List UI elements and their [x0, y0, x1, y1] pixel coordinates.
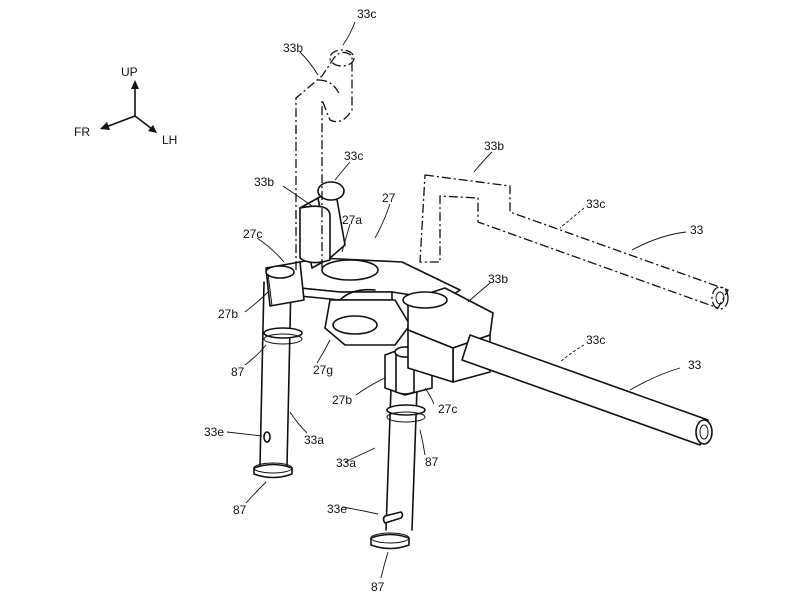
label-33b-mid: 33b — [254, 175, 274, 189]
upper-bracket-27 — [265, 257, 461, 396]
left-upper-ring — [263, 327, 303, 339]
label-27a: 27a — [342, 213, 362, 227]
stem-hole-27a — [321, 259, 379, 281]
left-foot-cap — [253, 463, 293, 479]
label-33b-top: 33b — [283, 41, 303, 55]
left-label: LH — [162, 133, 177, 147]
label-33c-mid: 33c — [344, 149, 363, 163]
label-87-left-mid: 87 — [231, 365, 245, 379]
right-fork-tube — [370, 387, 426, 550]
label-33e-left: 33e — [204, 425, 224, 439]
up-label: UP — [121, 65, 138, 79]
orientation-indicator: UP FR LH — [74, 65, 177, 147]
label-27c-right: 27c — [438, 402, 457, 416]
label-33c-top: 33c — [357, 7, 376, 21]
left-fork-tube — [253, 281, 303, 479]
label-87-left-bottom: 87 — [233, 503, 247, 517]
label-27: 27 — [382, 191, 396, 205]
front-arrowhead-icon — [100, 122, 110, 130]
left-arrow-icon — [134, 115, 153, 130]
reference-labels: 33c 33b 33c 33b 33b 33c 33 27 27c 27a 33… — [204, 7, 704, 594]
right-handlebar — [402, 287, 713, 446]
label-27c-left: 27c — [243, 227, 262, 241]
label-87-right-bottom: 87 — [371, 580, 385, 594]
right-foot-cap — [370, 533, 410, 550]
right-slot-33e — [382, 511, 404, 524]
left-top-bar-phantom — [295, 49, 355, 270]
up-arrowhead-icon — [131, 80, 139, 89]
label-87-right-mid: 87 — [425, 455, 439, 469]
label-33-lower: 33 — [688, 358, 702, 372]
label-33c-right-upper: 33c — [586, 197, 605, 211]
label-33a-right: 33a — [336, 456, 356, 470]
right-bar-end-hole — [695, 419, 713, 445]
front-label: FR — [74, 125, 90, 139]
label-33e-right: 33e — [327, 502, 347, 516]
label-33c-right-lower: 33c — [586, 333, 605, 347]
left-handlebar-phantom — [419, 174, 729, 310]
leader-lines — [226, 21, 687, 579]
left-arrowhead-icon — [148, 125, 157, 133]
label-27b-left: 27b — [218, 307, 238, 321]
label-33b-center: 33b — [488, 272, 508, 286]
label-33-upper: 33 — [690, 223, 704, 237]
label-27g: 27g — [313, 363, 333, 377]
label-33a-left: 33a — [304, 433, 324, 447]
front-arrow-icon — [105, 115, 136, 128]
label-27b-right: 27b — [332, 393, 352, 407]
left-slot-33e — [263, 431, 271, 443]
label-33b-right: 33b — [484, 139, 504, 153]
